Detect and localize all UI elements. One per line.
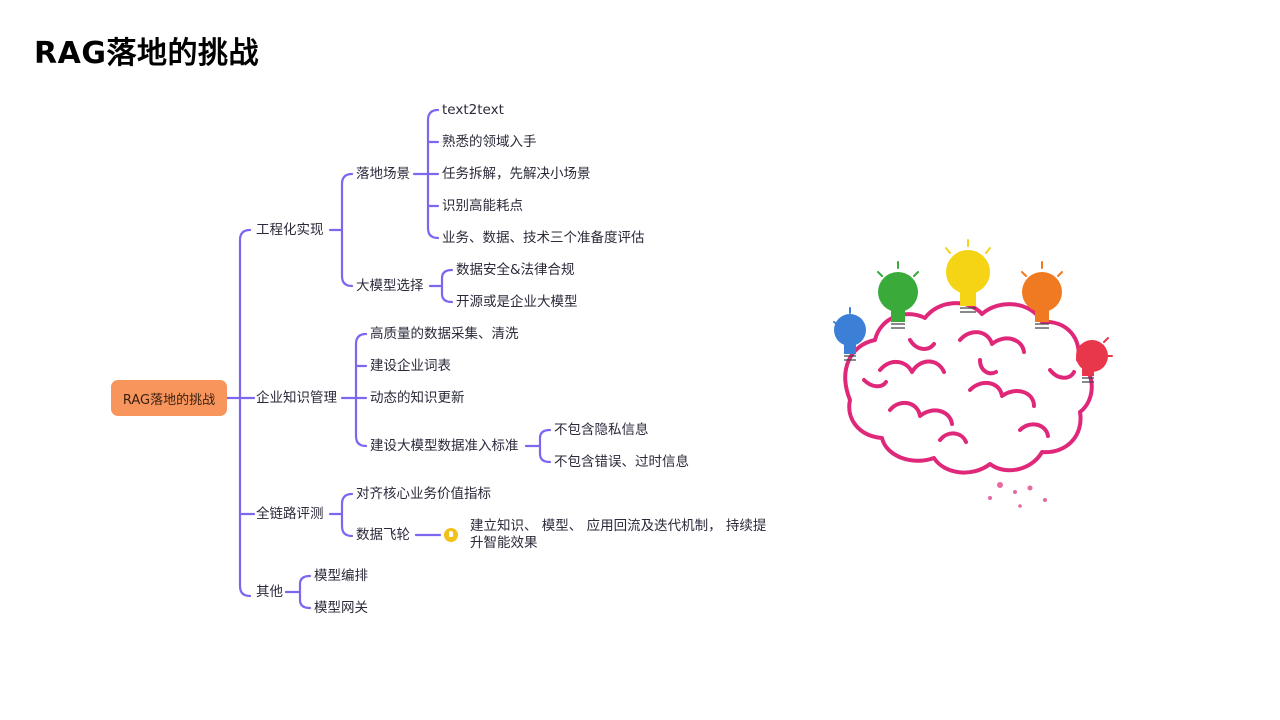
leaf-task-split: 任务拆解，先解决小场景 (442, 166, 591, 182)
node-model-gateway: 模型网关 (314, 600, 368, 616)
leaf-high-cost-points: 识别高能耗点 (442, 198, 523, 214)
node-data-flywheel: 数据飞轮 (356, 527, 410, 543)
branch-engineering: 工程化实现 (256, 222, 324, 238)
node-enterprise-glossary: 建设企业词表 (370, 358, 451, 374)
branch-evaluation: 全链路评测 (256, 506, 324, 522)
leaf-text2text: text2text (442, 102, 504, 118)
node-data-standard: 建设大模型数据准入标准 (370, 438, 519, 454)
leaf-open-source-or-enterprise: 开源或是企业大模型 (456, 294, 578, 310)
mindmap-root: RAG落地的挑战 (111, 380, 227, 416)
brain-with-lightbulbs-icon (833, 239, 1113, 508)
branch-other: 其他 (256, 584, 283, 600)
node-model-selection: 大模型选择 (356, 278, 424, 294)
node-dynamic-update: 动态的知识更新 (370, 390, 465, 406)
branch-knowledge-management: 企业知识管理 (256, 390, 337, 406)
lightbulb-icon (444, 528, 458, 542)
node-model-orchestration: 模型编排 (314, 568, 368, 584)
node-align-metrics: 对齐核心业务价值指标 (356, 486, 491, 502)
leaf-data-security: 数据安全&法律合规 (456, 262, 575, 278)
leaf-readiness-assessment: 业务、数据、技术三个准备度评估 (442, 230, 645, 246)
page-title: RAG落地的挑战 (34, 36, 259, 71)
node-scenario: 落地场景 (356, 166, 410, 182)
node-data-collection: 高质量的数据采集、清洗 (370, 326, 519, 342)
leaf-no-private-info: 不包含隐私信息 (554, 422, 649, 438)
leaf-familiar-domain: 熟悉的领域入手 (442, 134, 537, 150)
flywheel-note: 建立知识、 模型、 应用回流及迭代机制， 持续提升智能效果 (470, 518, 767, 551)
leaf-no-wrong-info: 不包含错误、过时信息 (554, 454, 689, 470)
